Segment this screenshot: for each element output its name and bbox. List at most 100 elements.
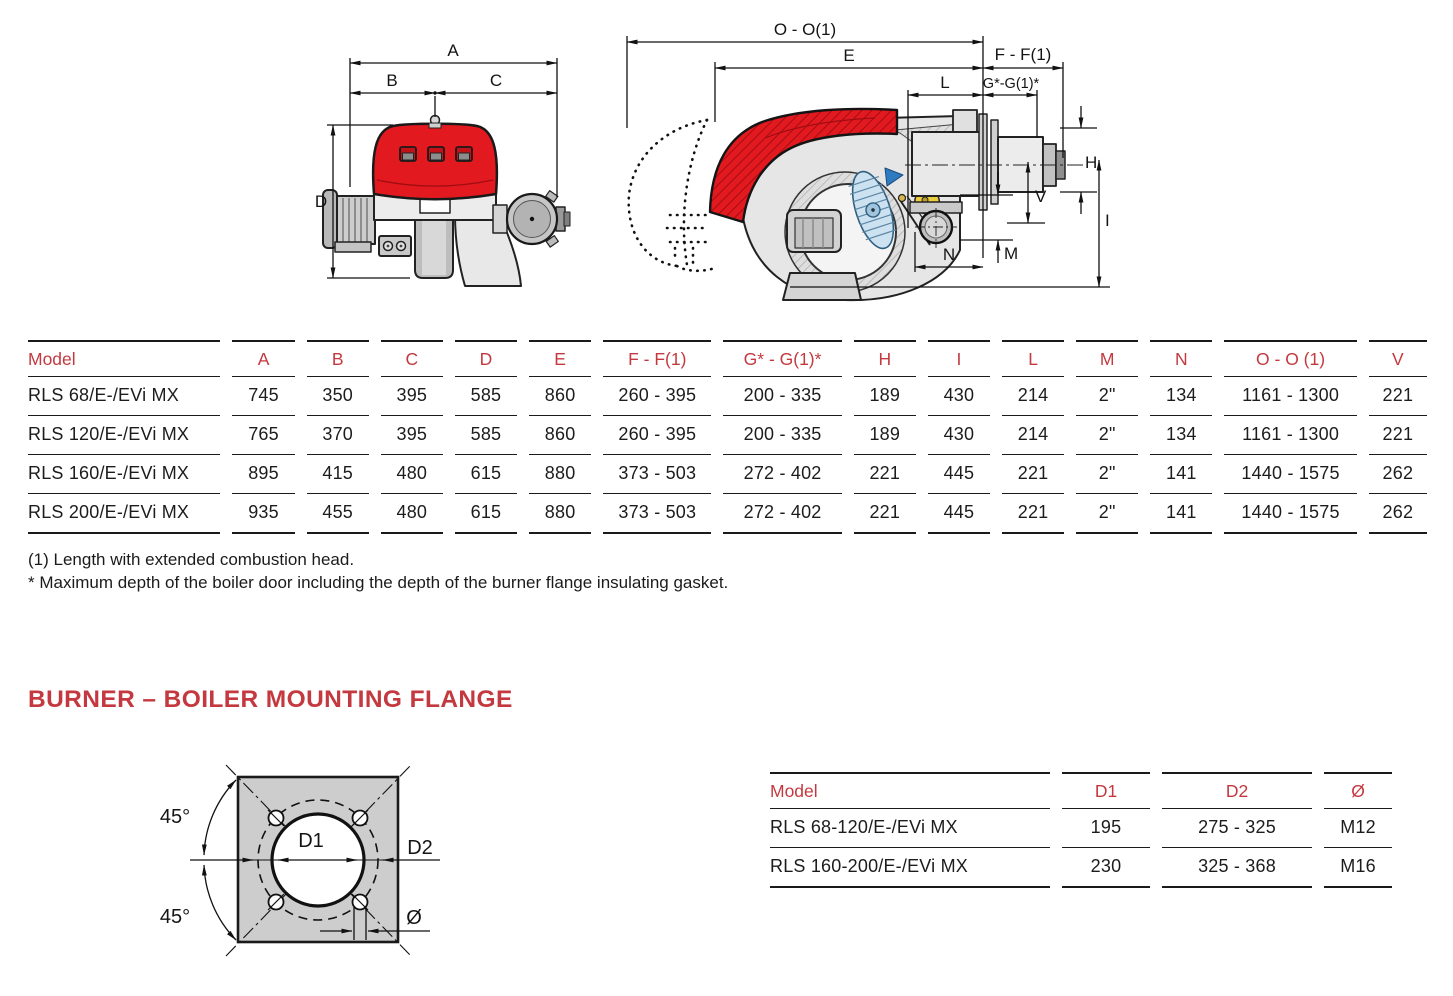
value-cell: 860 <box>529 416 592 455</box>
dim-label-c: C <box>490 71 502 90</box>
value-cell: 1161 - 1300 <box>1224 377 1357 416</box>
dim-label-d: D <box>315 192 327 211</box>
value-cell: 141 <box>1150 494 1213 534</box>
value-cell: 221 <box>1368 377 1427 416</box>
value-cell: 200 - 335 <box>723 416 842 455</box>
side-view-dimensions <box>626 36 1110 288</box>
value-cell: 141 <box>1150 455 1213 494</box>
front-view-dimensions <box>327 58 558 279</box>
hood-vents <box>399 146 473 162</box>
value-cell: 455 <box>306 494 369 534</box>
column-header: N <box>1150 340 1213 377</box>
dim-label-l: L <box>940 73 949 92</box>
dim-label-f: F - F(1) <box>995 45 1052 64</box>
value-cell: 880 <box>529 455 592 494</box>
dim-label-o: O - O(1) <box>774 20 836 39</box>
value-cell: 221 <box>853 455 916 494</box>
side-view-drawing: O - O(1) E F - F(1) L G*-G(1)* H V I M N <box>626 20 1110 302</box>
value-cell: 134 <box>1150 377 1213 416</box>
value-cell: 480 <box>380 455 443 494</box>
value-cell: 895 <box>232 455 295 494</box>
column-header: D1 <box>1062 772 1150 809</box>
value-cell: 373 - 503 <box>603 455 712 494</box>
value-cell: 585 <box>454 416 518 455</box>
value-cell: 275 - 325 <box>1162 809 1312 848</box>
column-header: O - O (1) <box>1224 340 1357 377</box>
value-cell: 445 <box>927 455 990 494</box>
burner-hood-section <box>708 107 899 224</box>
value-cell: 262 <box>1368 455 1427 494</box>
d2-label: D2 <box>407 837 433 859</box>
column-header: F - F(1) <box>603 340 712 377</box>
column-header: D2 <box>1162 772 1312 809</box>
value-cell: 1440 - 1575 <box>1224 455 1357 494</box>
column-header: V <box>1368 340 1427 377</box>
value-cell: 272 - 402 <box>723 494 842 534</box>
d1-label: D1 <box>298 830 324 852</box>
value-cell: 350 <box>306 377 369 416</box>
value-cell: 615 <box>454 455 518 494</box>
value-cell: 221 <box>853 494 916 534</box>
gas-train <box>909 201 963 248</box>
column-header: Ø <box>1324 772 1392 809</box>
value-cell: 373 - 503 <box>603 494 712 534</box>
value-cell: 585 <box>454 377 518 416</box>
burner-hood <box>371 122 499 201</box>
value-cell: 860 <box>529 377 592 416</box>
value-cell: 445 <box>927 494 990 534</box>
value-cell: 134 <box>1150 416 1213 455</box>
value-cell: 880 <box>529 494 592 534</box>
dim-label-b: B <box>386 71 397 90</box>
pump <box>492 190 571 248</box>
value-cell: 214 <box>1001 377 1065 416</box>
dim-label-v: V <box>1035 187 1047 206</box>
value-cell: 272 - 402 <box>723 455 842 494</box>
burner-front-body <box>322 114 571 287</box>
model-cell: RLS 160-200/E-/EVi MX <box>770 848 1050 888</box>
value-cell: 415 <box>306 455 369 494</box>
column-header: H <box>853 340 916 377</box>
value-cell: 2" <box>1076 377 1139 416</box>
value-cell: 935 <box>232 494 295 534</box>
value-cell: 200 - 335 <box>723 377 842 416</box>
column-header: C <box>380 340 443 377</box>
column-header-model: Model <box>28 340 221 377</box>
dim-label-e: E <box>843 46 854 65</box>
air-damper-blue <box>884 167 904 187</box>
dim-label-m: M <box>1004 244 1018 263</box>
value-cell: 221 <box>1368 416 1427 455</box>
column-header: L <box>1001 340 1065 377</box>
value-cell: M12 <box>1324 809 1392 848</box>
dim-label-n: N <box>943 245 955 264</box>
value-cell: 262 <box>1368 494 1427 534</box>
model-cell: RLS 200/E-/EVi MX <box>28 494 221 534</box>
value-cell: 2" <box>1076 416 1139 455</box>
value-cell: 189 <box>853 377 916 416</box>
burner-side-body <box>708 107 1087 302</box>
column-header: B <box>306 340 369 377</box>
value-cell: M16 <box>1324 848 1392 888</box>
dim-label-a: A <box>447 41 459 60</box>
dia-label: Ø <box>406 907 422 929</box>
value-cell: 260 - 395 <box>603 416 712 455</box>
footnote-1: (1) Length with extended combustion head… <box>28 550 355 569</box>
column-header: D <box>454 340 518 377</box>
section-title: BURNER – BOILER MOUNTING FLANGE <box>28 686 513 713</box>
value-cell: 615 <box>454 494 518 534</box>
dim-label-h: H <box>1085 153 1097 172</box>
value-cell: 430 <box>927 377 990 416</box>
value-cell: 214 <box>1001 416 1065 455</box>
value-cell: 221 <box>1001 494 1065 534</box>
value-cell: 189 <box>853 416 916 455</box>
flange-drawing: 45° 45° D1 D2 Ø <box>160 764 440 957</box>
front-view-drawing: A B C D <box>315 41 571 287</box>
blast-tube <box>905 109 1087 211</box>
